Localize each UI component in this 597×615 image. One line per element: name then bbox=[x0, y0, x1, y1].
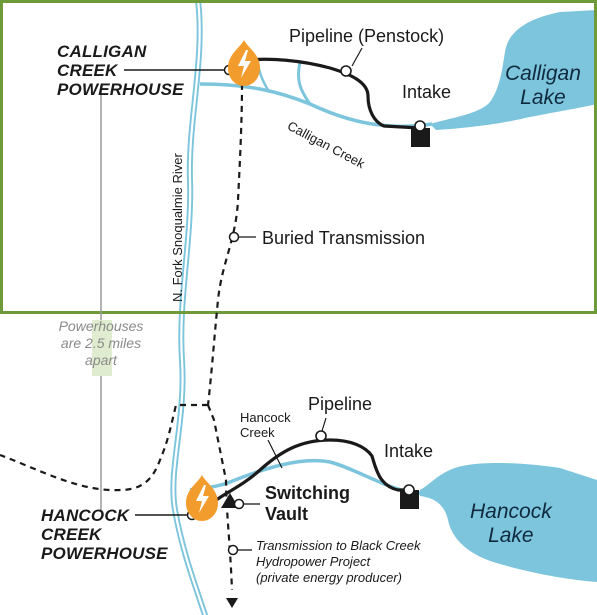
calligan-inset-frame bbox=[0, 0, 597, 314]
pipeline-penstock-label: Pipeline (Penstock) bbox=[289, 26, 445, 46]
hancock-intake-icon bbox=[400, 490, 419, 509]
calligan-intake-icon bbox=[411, 128, 430, 147]
hancock-lake bbox=[420, 463, 597, 582]
switching-vault-label: Switching Vault bbox=[265, 483, 350, 524]
hancock-intake-label: Intake bbox=[384, 441, 434, 461]
calligan-intake-label: Intake bbox=[402, 82, 452, 102]
calligan-powerhouse-label: CALLIGAN CREEK POWERHOUSE bbox=[57, 42, 184, 99]
hancock-lake-label: Hancock Lake bbox=[470, 500, 552, 547]
buried-transmission-line bbox=[206, 83, 244, 406]
hancock-powerhouse-icon bbox=[186, 475, 218, 521]
buried-transmission-label: Buried Transmission bbox=[262, 228, 426, 248]
hancock-creek bbox=[189, 458, 421, 495]
hancock-creek-label: Hancock Creek bbox=[240, 410, 291, 440]
calligan-lake bbox=[430, 10, 597, 130]
calligan-lake-label: Calligan Lake bbox=[505, 62, 581, 109]
calligan-pipeline bbox=[247, 57, 421, 130]
distance-note: Powerhouses are 2.5 miles apart bbox=[58, 318, 144, 368]
river-label: N. Fork Snoqualmie River bbox=[170, 153, 185, 302]
hancock-powerhouse-label: HANCOCK CREEK POWERHOUSE bbox=[41, 506, 168, 563]
transmission-black-creek-label: Transmission to Black Creek Hydropower P… bbox=[256, 538, 421, 585]
calligan-creek bbox=[199, 82, 433, 129]
hancock-pipeline-label: Pipeline bbox=[308, 394, 373, 414]
hancock-pipeline bbox=[208, 438, 410, 507]
calligan-powerhouse-icon bbox=[228, 40, 260, 86]
